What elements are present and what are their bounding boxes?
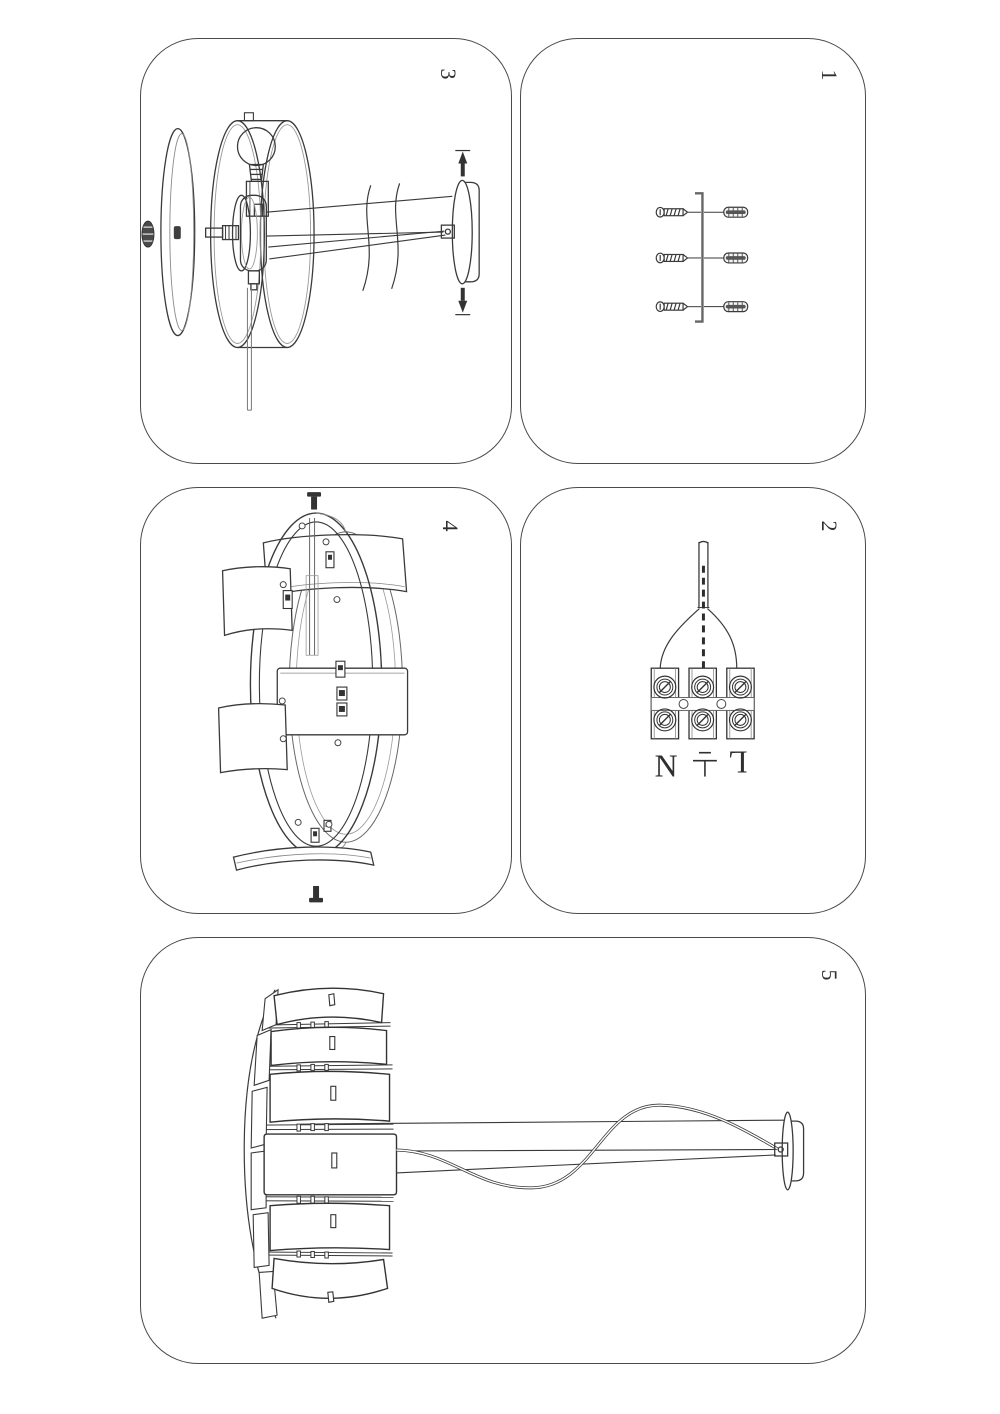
screw-icon xyxy=(655,206,689,218)
live-label: L xyxy=(728,745,747,780)
live-wire xyxy=(707,608,738,669)
step-5-number: 5 xyxy=(817,969,842,981)
step-3-number: 3 xyxy=(436,68,461,80)
canopy-assembly-diagram xyxy=(141,112,480,411)
step-4-panel xyxy=(140,487,512,914)
mounting-hardware-diagram xyxy=(655,192,749,323)
step-2-number: 2 xyxy=(817,520,842,532)
glass-panel xyxy=(276,667,409,736)
screw-icon xyxy=(655,301,689,313)
glass-panel xyxy=(221,566,293,637)
glass-panel-detached xyxy=(232,846,375,871)
glass-end-disc xyxy=(160,128,196,337)
step-4-number: 4 xyxy=(438,520,463,532)
terminal-screws xyxy=(653,675,752,732)
step-2-panel: N L xyxy=(520,487,866,914)
earth-symbol-icon xyxy=(693,751,717,777)
length-break-marks xyxy=(362,183,401,291)
mounting-bracket xyxy=(694,192,704,323)
mounting-screw-arrow-icon xyxy=(455,149,471,316)
power-cord xyxy=(396,1103,779,1190)
ceiling-canopy xyxy=(440,179,480,285)
center-hub xyxy=(231,194,267,291)
step-1-number: 1 xyxy=(817,69,842,81)
support-rod xyxy=(246,287,252,411)
wiring-diagram: N L xyxy=(650,540,755,784)
wall-anchor-icon xyxy=(723,206,749,218)
top-screw-icon xyxy=(307,492,322,510)
neutral-label: N xyxy=(655,749,678,784)
screw-icon xyxy=(655,252,689,264)
finished-pendant-diagram xyxy=(243,987,805,1319)
ring-holes xyxy=(278,522,342,828)
lamp-socket xyxy=(245,180,269,217)
glass-panel-assembly-diagram xyxy=(217,492,409,903)
wall-anchor-icon xyxy=(723,301,749,313)
finial-cap-icon xyxy=(141,220,155,248)
step-5-panel xyxy=(140,937,866,1364)
suspension-cables xyxy=(396,1148,776,1174)
ceiling-canopy xyxy=(774,1111,805,1191)
center-rod xyxy=(305,517,319,656)
threaded-nipple xyxy=(205,224,240,241)
step-1-panel xyxy=(520,38,866,464)
drum-rings xyxy=(255,1021,394,1259)
glass-panel xyxy=(262,534,408,598)
step-3-panel xyxy=(140,38,512,464)
wall-anchor-icon xyxy=(723,252,749,264)
bottom-screw-icon xyxy=(309,885,324,903)
drum-shade-wireframe xyxy=(209,112,315,349)
suspension-cables xyxy=(266,195,453,260)
glass-panel xyxy=(217,703,288,774)
mains-cable xyxy=(697,540,710,609)
front-glass-panels xyxy=(263,987,398,1303)
neutral-wire xyxy=(659,608,700,669)
suspension-cable xyxy=(300,1119,785,1125)
